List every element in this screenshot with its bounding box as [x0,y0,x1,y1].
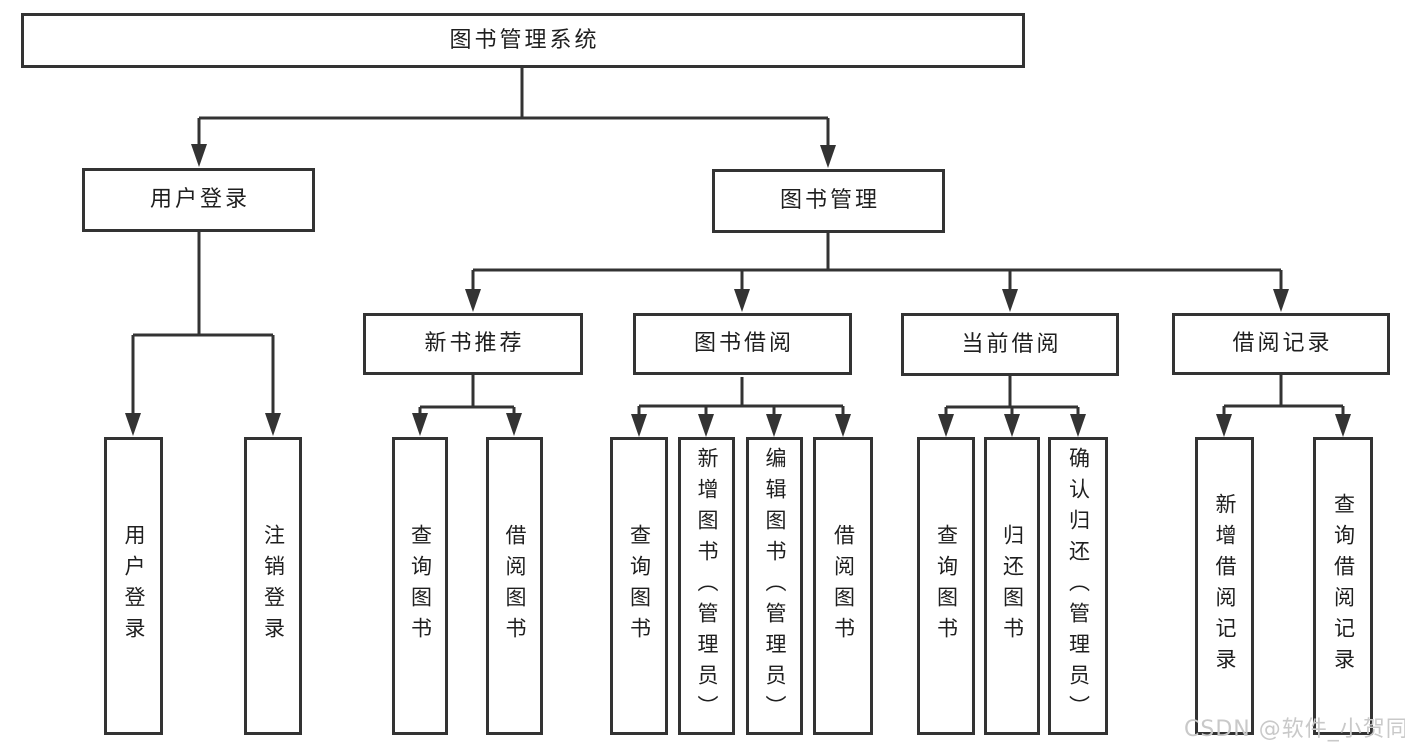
leaf-current-query-books: 查询图书 [917,437,975,735]
leaf-logout-label: 注销登录 [261,524,286,648]
node-current-borrowing-label: 当前借阅 [961,331,1062,357]
leaf-current-return-books: 归还图书 [984,437,1040,735]
node-book-management-label: 图书管理 [779,188,880,213]
leaf-newrec-borrow-books: 借阅图书 [486,437,543,735]
leaf-current-confirm-return-admin-label: 确认归还（管理员） [1066,446,1091,726]
node-root-label: 图书管理系统 [449,27,600,53]
leaf-current-return-books-label: 归还图书 [1000,524,1025,648]
leaf-borrowing-borrow-books-label: 借阅图书 [831,524,856,648]
leaf-newrec-query-books-label: 查询图书 [408,524,433,648]
node-book-borrowing: 图书借阅 [633,313,852,375]
leaf-current-confirm-return-admin: 确认归还（管理员） [1048,437,1108,735]
node-current-borrowing: 当前借阅 [901,313,1119,376]
leaf-logout: 注销登录 [244,437,302,735]
leaf-records-query-record: 查询借阅记录 [1313,437,1373,735]
leaf-borrowing-borrow-books: 借阅图书 [813,437,873,735]
leaf-records-query-record-label: 查询借阅记录 [1331,493,1356,679]
node-book-borrowing-label: 图书借阅 [693,331,794,356]
node-borrow-records-label: 借阅记录 [1232,331,1333,356]
leaf-user-login: 用户登录 [104,437,163,735]
node-new-book-recommend-label: 新书推荐 [424,331,525,356]
leaf-borrowing-query-books-label: 查询图书 [627,524,652,648]
leaf-user-login-label: 用户登录 [122,524,146,648]
leaf-borrowing-edit-books-admin: 编辑图书（管理员） [746,437,803,735]
csdn-watermark: CSDN @软件_小贺同学 [1184,717,1405,742]
leaf-records-add-record: 新增借阅记录 [1195,437,1254,735]
node-borrow-records: 借阅记录 [1172,313,1390,375]
leaf-borrowing-edit-books-admin-label: 编辑图书（管理员） [763,446,787,726]
leaf-records-add-record-label: 新增借阅记录 [1213,493,1237,679]
leaf-borrowing-add-books-admin: 新增图书（管理员） [678,437,735,735]
leaf-newrec-query-books: 查询图书 [392,437,448,735]
node-new-book-recommend: 新书推荐 [363,313,583,375]
node-user-login-label: 用户登录 [149,187,250,212]
leaf-current-query-books-label: 查询图书 [934,524,959,648]
node-book-management: 图书管理 [712,169,945,233]
leaf-newrec-borrow-books-label: 借阅图书 [503,524,527,648]
node-user-login: 用户登录 [82,168,315,232]
leaf-borrowing-add-books-admin-label: 新增图书（管理员） [695,446,719,726]
leaf-borrowing-query-books: 查询图书 [610,437,668,735]
node-root: 图书管理系统 [21,13,1025,68]
